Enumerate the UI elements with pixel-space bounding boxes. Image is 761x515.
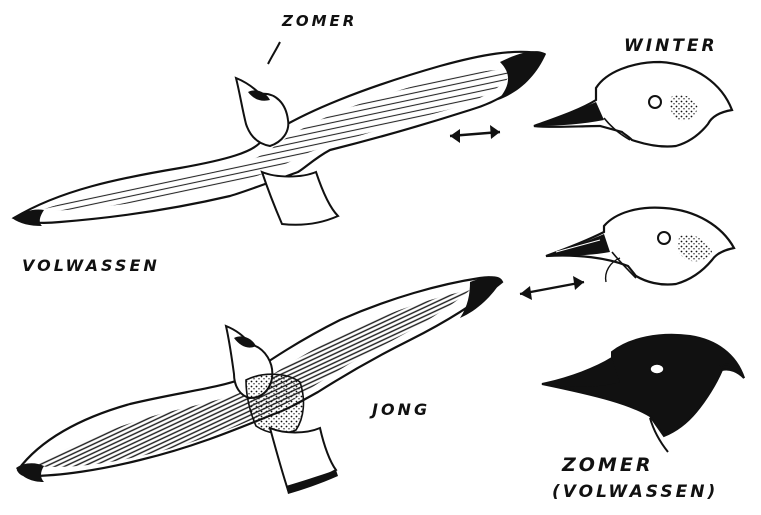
juvenile-head bbox=[546, 208, 734, 285]
label-volwassen: VOLWASSEN bbox=[22, 258, 160, 274]
juvenile-gull-flight bbox=[16, 276, 502, 494]
adult-gull-flight bbox=[12, 51, 546, 226]
label-zomer-bottom: ZOMER bbox=[562, 456, 653, 475]
double-arrow-top bbox=[450, 125, 500, 143]
label-zomer-top: ZOMER bbox=[282, 14, 357, 29]
label-zomer-bottom-sub: (VOLWASSEN) bbox=[552, 484, 718, 501]
label-jong: JONG bbox=[372, 402, 430, 418]
winter-adult-head bbox=[534, 62, 732, 147]
summer-adult-head bbox=[542, 335, 744, 452]
zomer-pointer-line bbox=[268, 42, 280, 64]
double-arrow-middle bbox=[520, 276, 584, 300]
label-winter: WINTER bbox=[624, 38, 718, 55]
